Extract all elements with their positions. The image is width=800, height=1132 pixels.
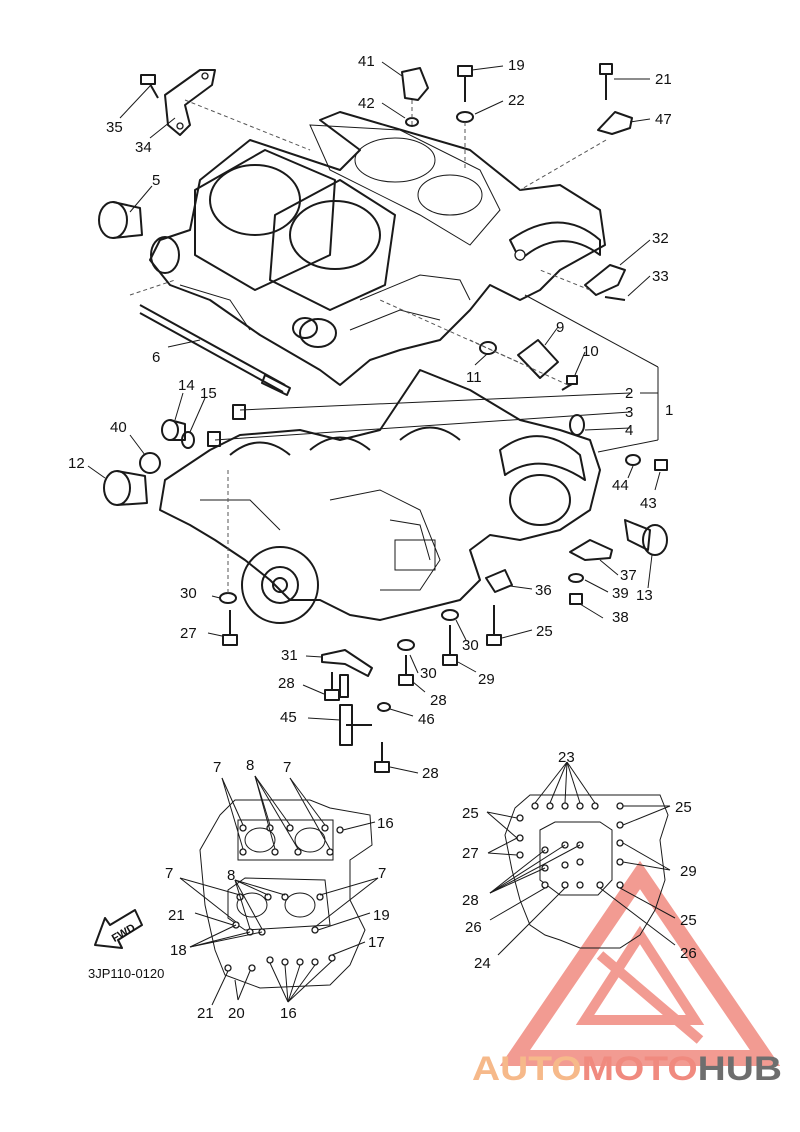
callout-33: 33 — [652, 268, 669, 285]
callout-21a: 21 — [168, 907, 185, 924]
watermark-moto: MOTO — [582, 1050, 698, 1088]
callout-7d: 7 — [378, 865, 386, 882]
callout-17: 17 — [368, 934, 385, 951]
upper-pattern-leaders — [179, 775, 379, 1006]
callout-9: 9 — [556, 319, 564, 336]
callout-5: 5 — [152, 172, 160, 189]
callout-3: 3 — [625, 404, 633, 421]
callout-22: 22 — [508, 92, 525, 109]
lower-pattern-leaders — [486, 761, 676, 956]
callout-21c: 21 — [655, 71, 672, 88]
callout-43: 43 — [640, 495, 657, 512]
callout-39: 39 — [612, 585, 629, 602]
watermark-logo-triangle — [499, 860, 781, 1066]
callout-7a: 7 — [213, 759, 221, 776]
callout-31: 31 — [281, 647, 298, 664]
callout-labels: 1 2 3 4 5 6 7 8 7 16 7 8 7 21 19 18 17 2… — [68, 53, 697, 1022]
callout-11: 11 — [466, 369, 482, 386]
callout-1: 1 — [665, 402, 673, 419]
callout-8b: 8 — [227, 867, 235, 884]
callout-28c: 28 — [422, 765, 439, 782]
callout-37: 37 — [620, 567, 637, 584]
callout-26a: 26 — [465, 919, 482, 936]
lower-bolt-holes — [516, 802, 624, 889]
callout-38: 38 — [612, 609, 629, 626]
lower-crankcase — [159, 369, 601, 624]
callout-12: 12 — [68, 455, 85, 472]
watermark-hub: HUB — [698, 1050, 782, 1088]
callout-7b: 7 — [283, 759, 291, 776]
callout-29a: 29 — [478, 671, 495, 688]
leader-lines — [87, 61, 661, 774]
callout-25d: 25 — [680, 912, 697, 929]
callout-21b: 21 — [197, 1005, 214, 1022]
callout-13: 13 — [636, 587, 653, 604]
callout-20: 20 — [228, 1005, 245, 1022]
callout-36: 36 — [535, 582, 552, 599]
callout-30c: 30 — [420, 665, 437, 682]
callout-28a: 28 — [278, 675, 295, 692]
callout-45: 45 — [280, 709, 297, 726]
upper-case-bolt-pattern — [199, 799, 373, 989]
callout-46: 46 — [418, 711, 435, 728]
callout-44: 44 — [612, 477, 629, 494]
callout-19a: 19 — [373, 907, 390, 924]
callout-10: 10 — [582, 343, 599, 360]
callout-40: 40 — [110, 419, 127, 436]
callout-34: 34 — [135, 139, 152, 156]
callout-25b: 25 — [462, 805, 479, 822]
callout-16b: 16 — [280, 1005, 297, 1022]
small-parts — [98, 63, 668, 773]
callout-4: 4 — [625, 422, 633, 439]
callout-26b: 26 — [680, 945, 697, 962]
callout-19b: 19 — [508, 57, 525, 74]
callout-29b: 29 — [680, 863, 697, 880]
callout-15: 15 — [200, 385, 217, 402]
callout-23: 23 — [558, 749, 575, 766]
callout-28b: 28 — [430, 692, 447, 709]
callout-18: 18 — [170, 942, 187, 959]
fwd-label: FWD — [110, 922, 138, 945]
callout-30a: 30 — [180, 585, 197, 602]
callout-47: 47 — [655, 111, 672, 128]
callout-14: 14 — [178, 377, 195, 394]
callout-32: 32 — [652, 230, 669, 247]
callout-7c: 7 — [165, 865, 173, 882]
callout-28d: 28 — [462, 892, 479, 909]
callout-6: 6 — [152, 349, 160, 366]
callout-35: 35 — [106, 119, 123, 136]
callout-27b: 27 — [462, 845, 479, 862]
callout-2: 2 — [625, 385, 633, 402]
callout-25c: 25 — [675, 799, 692, 816]
callout-30b: 30 — [462, 637, 479, 654]
part-code: 3JP110-0120 — [88, 966, 164, 981]
watermark-auto: AUTO — [472, 1050, 582, 1088]
callout-42: 42 — [358, 95, 375, 112]
callout-16a: 16 — [377, 815, 394, 832]
callout-24: 24 — [474, 955, 491, 972]
upper-crankcase — [149, 111, 606, 386]
callout-27a: 27 — [180, 625, 197, 642]
assembly-guide-lines — [129, 99, 607, 595]
callout-8a: 8 — [246, 757, 254, 774]
fwd-arrow-icon — [94, 909, 143, 949]
callout-25a: 25 — [536, 623, 553, 640]
callout-41: 41 — [358, 53, 375, 70]
